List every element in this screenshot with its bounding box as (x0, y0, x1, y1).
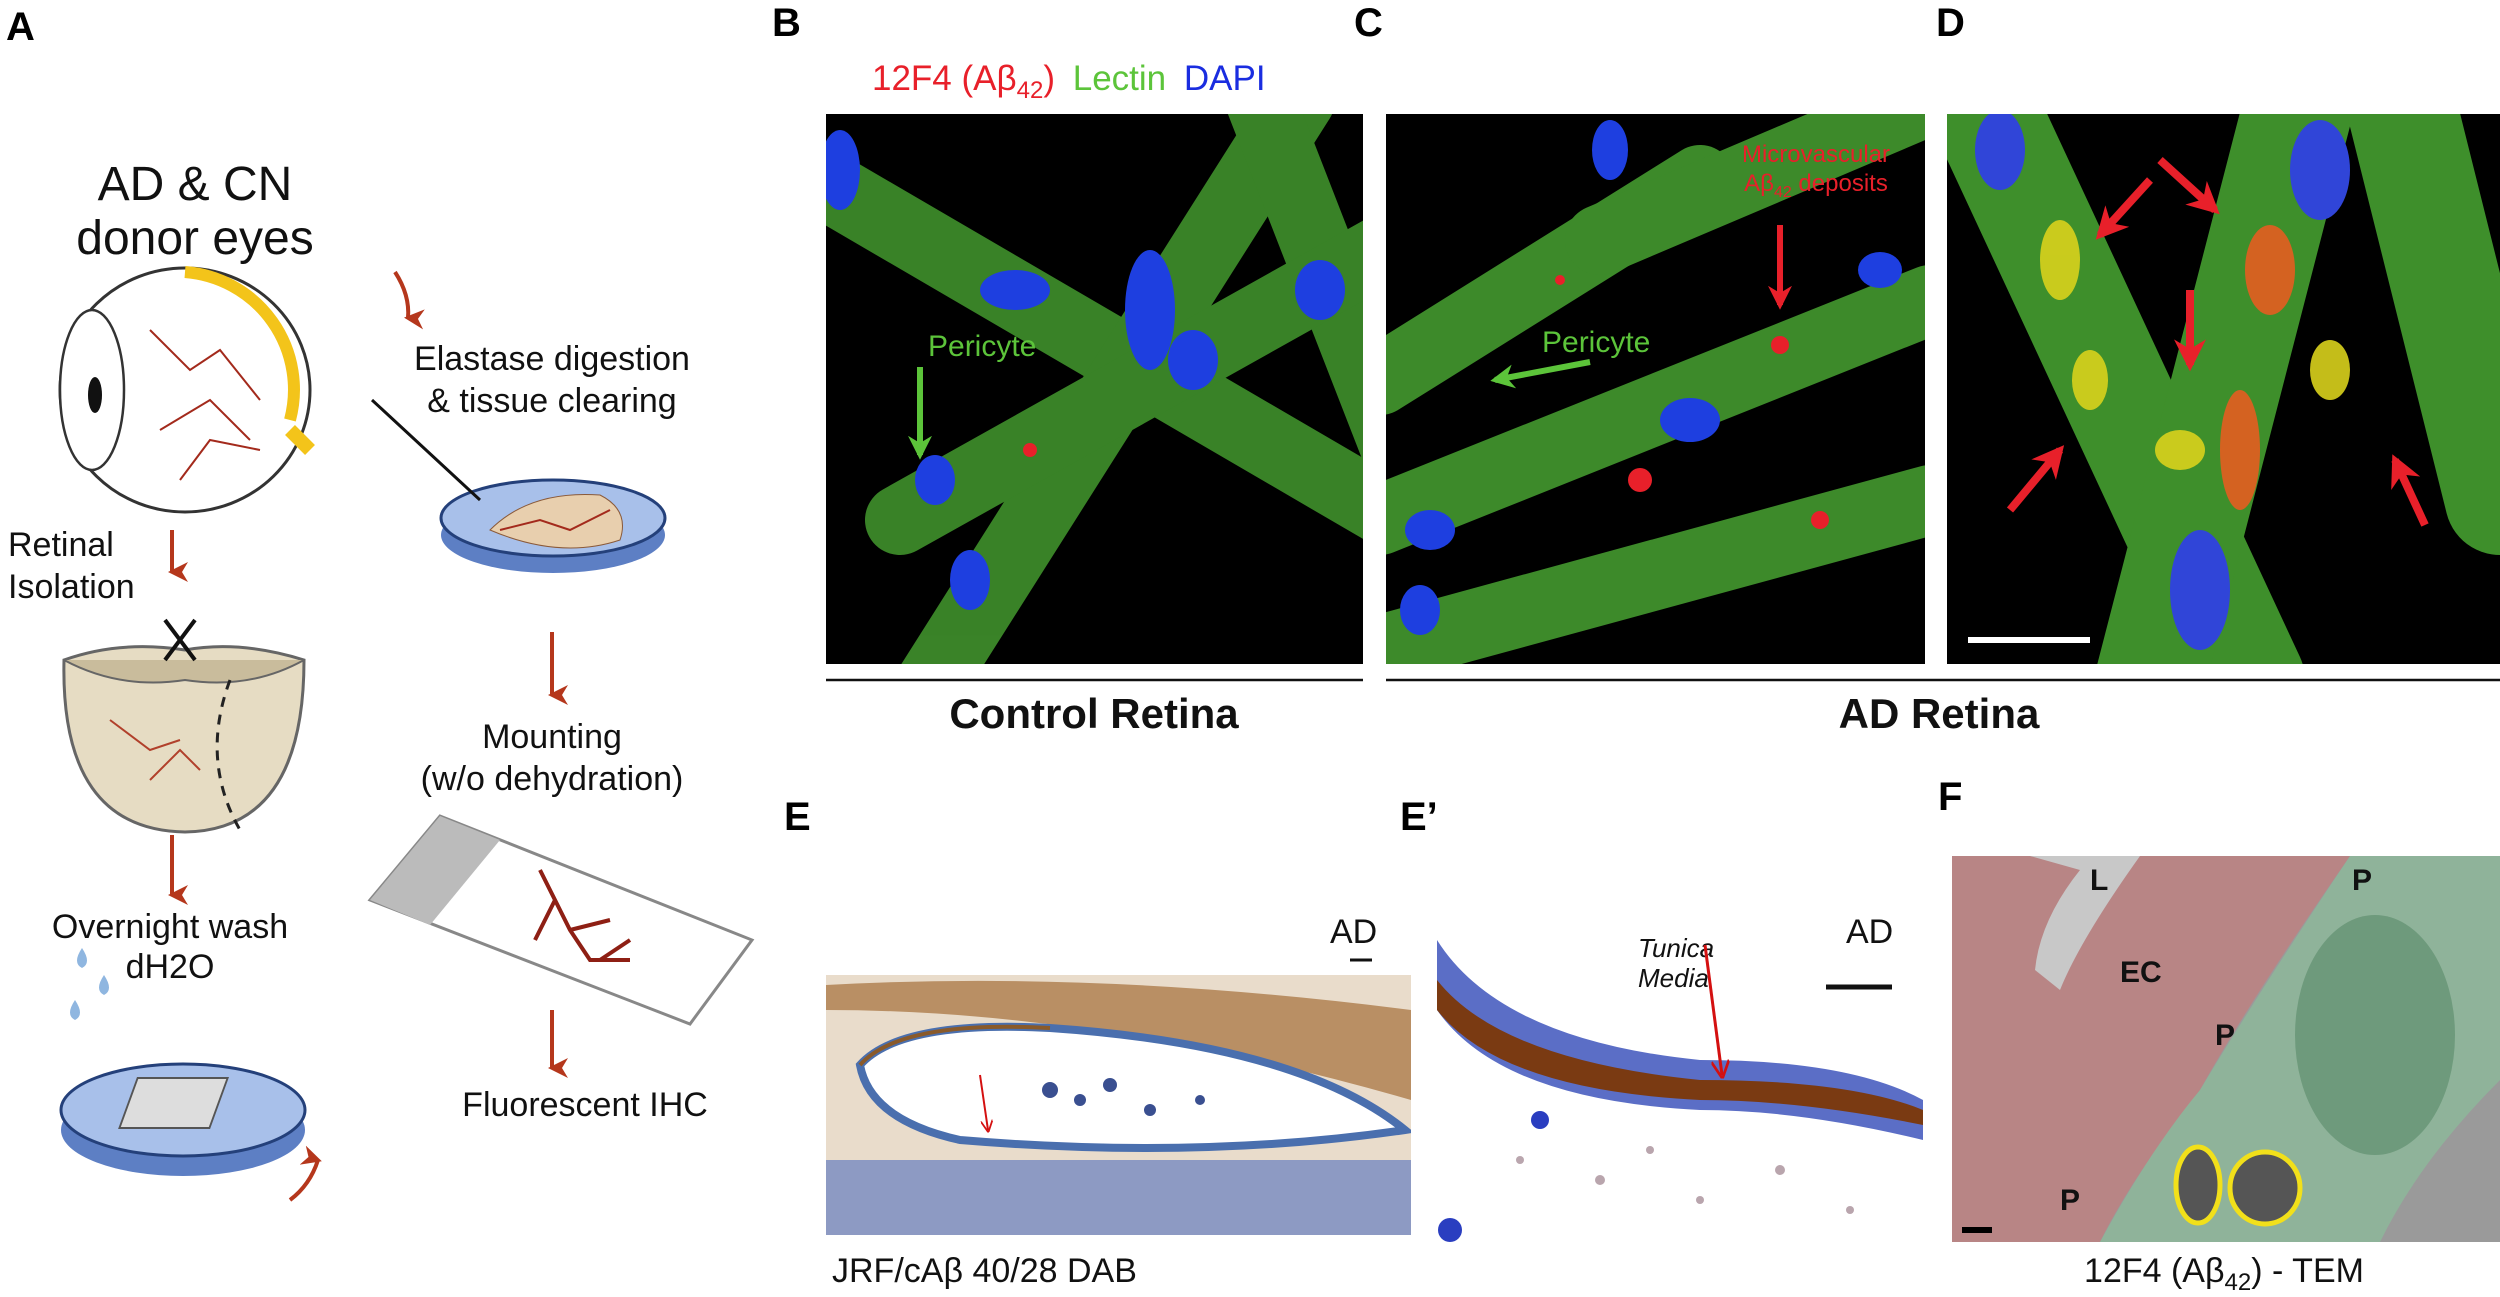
step-mount-1: Mounting (482, 718, 622, 756)
eyecup-illustration (62, 618, 306, 834)
step-wash-1: Overnight wash (52, 908, 288, 946)
arrow-icon (1490, 359, 1591, 389)
curved-arrow-icon (393, 270, 425, 330)
schematic-panel: AD & CN donor eyes Retinal Isolation Ove… (8, 158, 755, 1202)
group-label-control: Control Retina (949, 690, 1239, 737)
ad-label-e: AD (1330, 913, 1377, 951)
tunica-label-2: Media (1638, 963, 1709, 993)
control-retina-image (826, 114, 1363, 664)
ad-retina-image-d (1947, 114, 2500, 664)
step-wash-2: dH2O (126, 948, 215, 986)
ad-retina-image-c (1386, 114, 1925, 664)
petri-dish-wash (59, 1062, 307, 1176)
tem-label-p1: P (2352, 864, 2372, 897)
pericyte-label-c: Pericyte (1542, 326, 1650, 359)
step-digest-1: Elastase digestion (414, 340, 690, 378)
tem-image (1952, 856, 2500, 1242)
deposits-label-2: Aβ42 deposits (1744, 170, 1888, 201)
caption-f: 12F4 (Aβ42) - TEM (2084, 1252, 2364, 1296)
step-isolation-1: Retinal (8, 526, 114, 564)
step-isolation-2: Isolation (8, 568, 135, 606)
step-ihc: Fluorescent IHC (462, 1086, 708, 1124)
tem-label-p3: P (2060, 1184, 2080, 1217)
stain-legend: 12F4 (Aβ42) Lectin DAPI (872, 59, 1266, 104)
arrow-icon (1703, 944, 1722, 1075)
curved-arrow-icon (288, 1145, 322, 1202)
panel-label-d: D (1936, 1, 1965, 45)
ad-label-e-prime: AD (1846, 913, 1893, 951)
panel-label-a: A (6, 5, 35, 49)
eye-illustration (58, 266, 315, 514)
schematic-title-2: donor eyes (76, 212, 314, 265)
dab-section-image (826, 975, 1411, 1235)
needle-icon (370, 398, 482, 502)
pericyte-label-b: Pericyte (928, 330, 1036, 363)
step-mount-2: (w/o dehydration) (421, 760, 684, 798)
deposits-label-1: Microvascular (1742, 141, 1890, 168)
panel-label-b: B (772, 1, 801, 45)
petri-dish-retina (370, 398, 667, 573)
group-label-ad: AD Retina (1839, 690, 2040, 737)
panel-label-f: F (1938, 775, 1962, 819)
panel-label-c: C (1354, 1, 1383, 45)
tunica-label-1: Tunica (1638, 933, 1714, 963)
schematic-title-1: AD & CN (98, 158, 293, 211)
water-drops-icon (70, 948, 109, 1020)
tem-label-lumen: L (2090, 864, 2108, 897)
caption-e: JRF/cAβ 40/28 DAB (832, 1252, 1137, 1290)
panel-label-e-prime: E’ (1400, 795, 1438, 839)
tem-label-p2: P (2215, 1019, 2235, 1052)
scissors-icon (163, 618, 197, 662)
step-digest-2: & tissue clearing (427, 382, 676, 420)
panel-label-e: E (784, 795, 811, 839)
microscope-slide (367, 814, 755, 1026)
tem-label-ec: EC (2120, 956, 2162, 989)
